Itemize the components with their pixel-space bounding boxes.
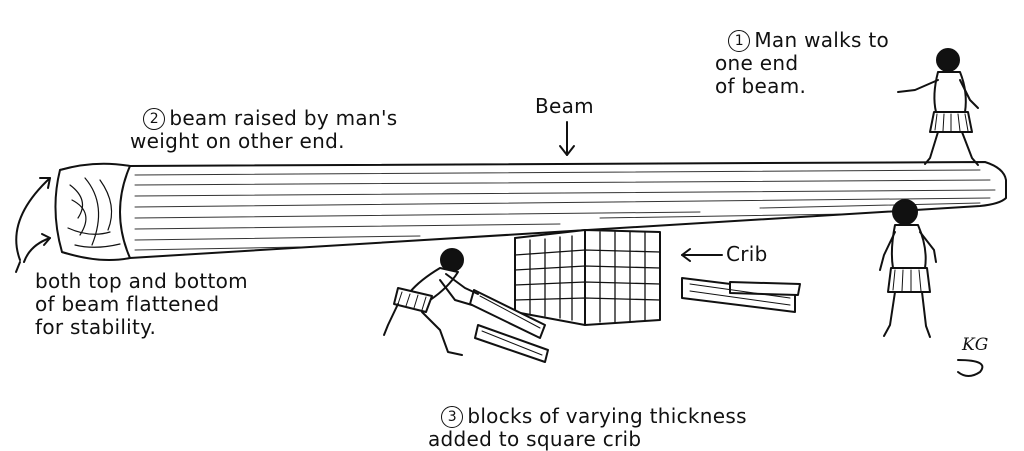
loose-blocks-right bbox=[681, 277, 801, 313]
flatten-arrow-bottom bbox=[15, 233, 51, 273]
flatten-note: both top and bottom of beam flattened fo… bbox=[35, 269, 248, 339]
step3-text: blocks of varying thickness added to squ… bbox=[428, 404, 747, 451]
step2-number: 2 bbox=[143, 108, 166, 130]
beam-label: Beam bbox=[535, 94, 594, 118]
beam-label-arrow bbox=[559, 121, 575, 156]
crib-label-arrow bbox=[681, 248, 723, 262]
signature-flourish bbox=[957, 359, 984, 377]
artist-signature: KG bbox=[962, 335, 989, 355]
step1-number: 1 bbox=[728, 30, 751, 52]
crib bbox=[514, 229, 661, 326]
step3-number: 3 bbox=[441, 406, 464, 428]
beam bbox=[54, 161, 1007, 261]
loose-blocks-left bbox=[469, 289, 549, 363]
figure-standing-right bbox=[879, 199, 937, 338]
figure-on-beam bbox=[897, 48, 979, 166]
flatten-arrow-top bbox=[15, 177, 51, 261]
step1-text: Man walks to one end of beam. bbox=[715, 28, 890, 98]
figure-kneeling bbox=[383, 248, 479, 356]
crib-label: Crib bbox=[726, 242, 768, 266]
step2-text: beam raised by man's weight on other end… bbox=[130, 106, 398, 153]
